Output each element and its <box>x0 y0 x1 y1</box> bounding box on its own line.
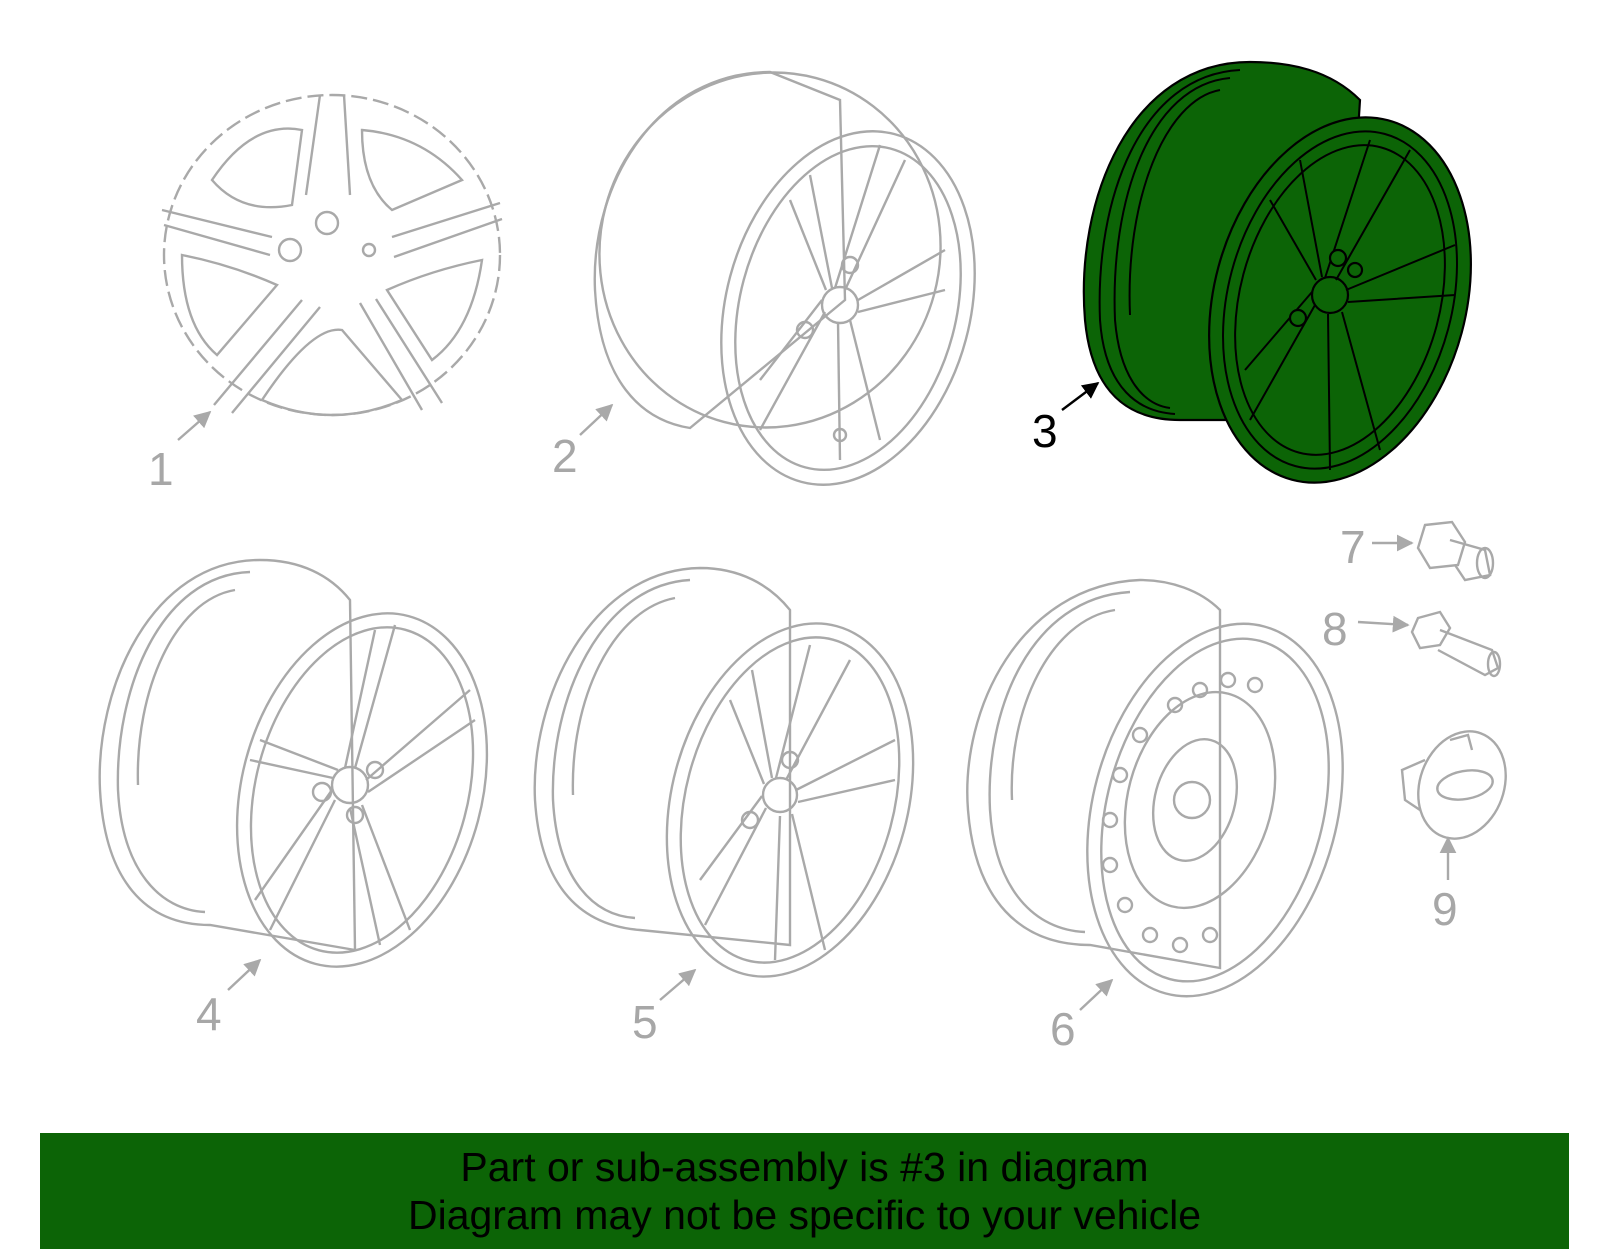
steel-wheel-icon[interactable] <box>966 578 1382 1025</box>
banner-line-1: Part or sub-assembly is #3 in diagram <box>460 1144 1149 1190</box>
callout-8[interactable]: 8 <box>1322 603 1348 655</box>
leader-arrow-1 <box>177 410 212 441</box>
callout-7[interactable]: 7 <box>1340 521 1366 573</box>
callout-9[interactable]: 9 <box>1432 883 1458 935</box>
center-cap-icon[interactable] <box>1400 719 1520 851</box>
callout-3[interactable]: 3 <box>1032 405 1058 457</box>
tpms-valve-stem-icon[interactable] <box>1410 610 1502 678</box>
double-spoke-alloy-wheel-icon[interactable] <box>98 558 525 995</box>
callout-4[interactable]: 4 <box>196 988 222 1040</box>
leader-arrow-8 <box>1357 615 1410 633</box>
leader-arrow-5 <box>659 968 697 1001</box>
leader-arrow-3 <box>1061 381 1100 411</box>
callout-1[interactable]: 1 <box>148 443 174 495</box>
parts-diagram: 1 2 3 4 5 6 7 8 9 <box>98 34 1520 1055</box>
part-info-banner: Part or sub-assembly is #3 in diagram Di… <box>40 1133 1569 1249</box>
callout-2[interactable]: 2 <box>552 430 578 482</box>
lug-nut-icon[interactable] <box>1416 520 1495 582</box>
banner-line-2: Diagram may not be specific to your vehi… <box>407 1192 1201 1238</box>
alloy-wheel-icon-5[interactable] <box>533 566 951 1004</box>
five-spoke-wheel-face-icon[interactable] <box>161 93 503 417</box>
leader-arrow-6 <box>1079 978 1114 1011</box>
leader-arrow-4 <box>227 958 262 991</box>
highlighted-alloy-wheel-icon[interactable] <box>1082 60 1510 512</box>
callout-5[interactable]: 5 <box>632 996 658 1048</box>
leader-arrow-2 <box>579 403 614 436</box>
callout-6[interactable]: 6 <box>1050 1003 1076 1055</box>
alloy-wheel-icon-2[interactable] <box>560 34 1013 513</box>
